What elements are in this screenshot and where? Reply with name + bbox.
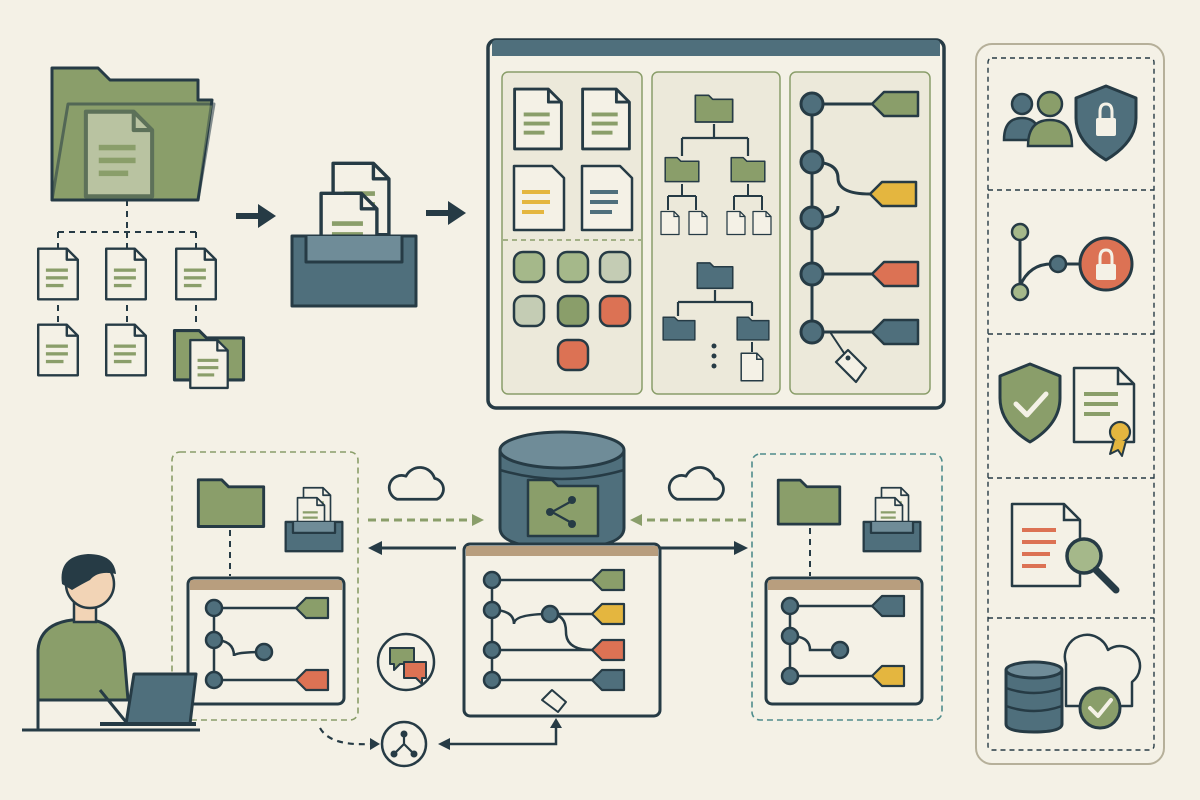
version-timeline-card (462, 542, 662, 718)
tagged-version-timeline (799, 90, 920, 384)
right-workspace (751, 453, 943, 721)
inbox-tray-icon (862, 486, 922, 553)
version-timeline-card (764, 576, 924, 706)
shared-database-icon (498, 430, 626, 550)
inbox-tray-icon (284, 486, 344, 553)
folder-hierarchy-tree (662, 262, 770, 382)
tag-icon (541, 689, 567, 713)
chat-bubbles-icon (376, 632, 436, 692)
inbox-tray-icon (290, 161, 418, 308)
branch-merge-icon (380, 720, 428, 768)
organizer-window (486, 38, 946, 410)
sync-arrow-icon (368, 514, 484, 526)
source-files-group (36, 66, 246, 390)
cloud-icon (667, 466, 725, 501)
document-icon (104, 323, 148, 377)
folder-hierarchy-tree (660, 94, 772, 236)
folder-icon (776, 478, 842, 526)
tag-icon (834, 348, 868, 384)
categorized-documents (512, 87, 634, 232)
cloud-icon (387, 466, 445, 501)
document-icon (174, 247, 218, 301)
tree-connectors (57, 200, 197, 322)
color-category-chips (512, 250, 632, 372)
bidirectional-arrow-icon (368, 541, 748, 555)
version-timeline-card (186, 576, 346, 706)
flow-arrow-icon (236, 204, 276, 228)
database-cloud-check-icon (1004, 633, 1142, 734)
document-icon (104, 247, 148, 301)
merge-flow-arrows (319, 718, 562, 750)
document-magnifier-icon (1010, 502, 1120, 594)
left-workspace (171, 451, 359, 721)
sync-arrow-icon (630, 514, 746, 526)
branch-lock-icon (1010, 222, 1134, 302)
share-icon (546, 496, 576, 528)
document-icon (36, 247, 80, 301)
folder-with-document-icon (172, 328, 246, 390)
document-icon (36, 323, 80, 377)
flow-arrow-icon (426, 201, 466, 225)
folder-icon (196, 478, 266, 529)
users-shield-lock-icon (1002, 84, 1138, 162)
person-at-laptop-icon (22, 554, 200, 732)
shield-check-certificate-icon (998, 362, 1136, 457)
main-folder-icon (50, 66, 216, 202)
security-sidebar (975, 43, 1165, 765)
